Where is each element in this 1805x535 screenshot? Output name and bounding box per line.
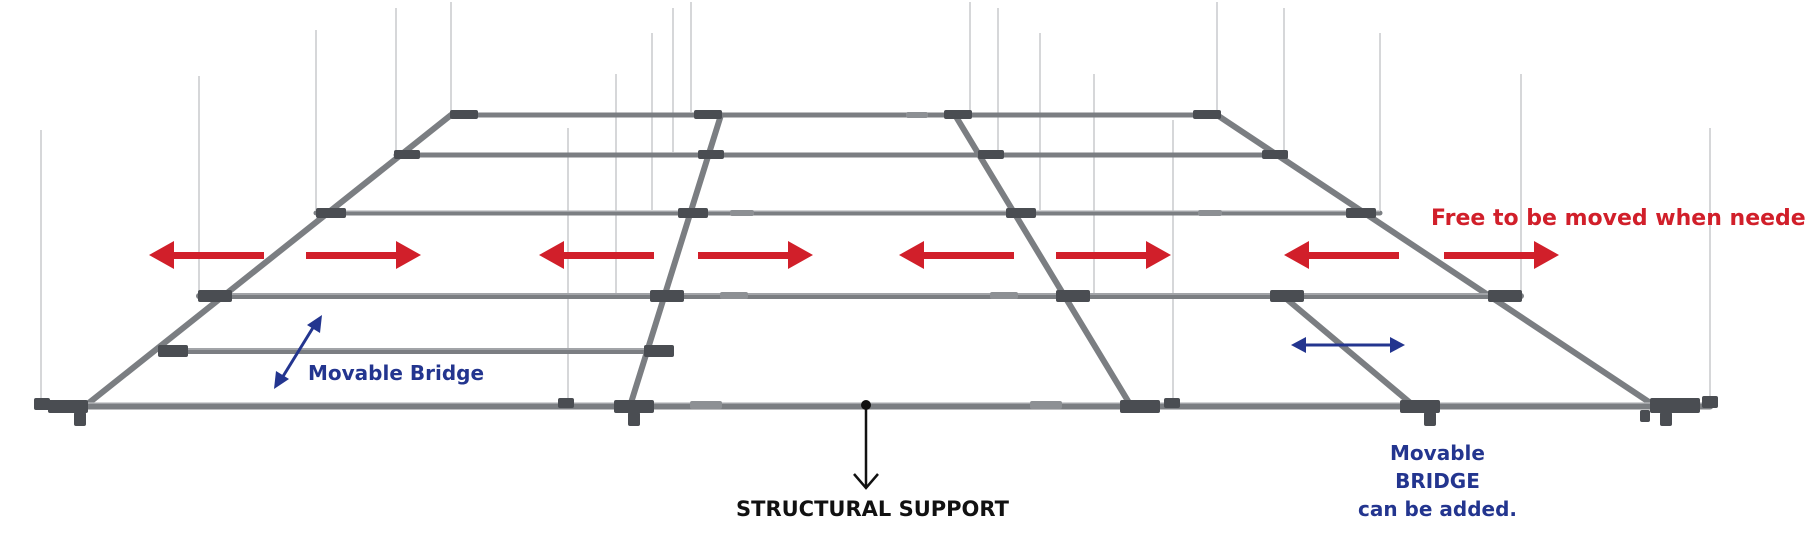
interior-long-rail [627,112,724,409]
foot [1640,410,1650,422]
free-to-move-label: Free to be moved when needed [1431,206,1805,231]
clamp [1488,290,1522,302]
foot [628,412,640,426]
slider-block [906,112,928,118]
bridge-added-label: Movable BRIDGE can be added. [1345,439,1530,523]
diagonal-double-arrow-icon [274,315,322,389]
clamp [1702,396,1718,408]
clamp [694,110,722,119]
movable-bridge-label: Movable Bridge [308,361,485,385]
clamp [1270,290,1304,302]
clamp [158,345,188,357]
slider-block [1030,401,1062,409]
arrow-right-icon [1056,241,1171,269]
clamp [34,398,50,410]
clamp [1400,400,1440,413]
connectors [34,110,1718,426]
clamp [678,208,708,218]
clamp [450,110,478,119]
arrow-down-icon [853,473,879,490]
clamp [1262,150,1288,159]
clamp [558,398,574,408]
added-bridge-rail [1280,293,1417,409]
foot [74,412,86,426]
foot [1424,412,1436,426]
clamp [978,150,1004,159]
slider-block [990,292,1018,299]
arrow-left-icon [899,241,1014,269]
structural-support-label: STRUCTURAL SUPPORT [736,497,1009,521]
structural-support-indicator [853,400,879,490]
clamp [1056,290,1090,302]
arrow-left-icon [1284,241,1399,269]
arrow-right-icon [698,241,813,269]
clamp [614,400,654,413]
suspension-wires [40,2,1711,400]
clamp [1346,208,1376,218]
bridge-added-line-1: Movable BRIDGE [1390,441,1485,493]
clamp [1120,400,1160,413]
clamp [698,150,724,159]
move-arrows [149,241,1559,269]
arrow-right-icon [306,241,421,269]
clamp [1650,398,1700,413]
slider-block [720,292,748,299]
right-side-rail [1214,112,1658,409]
slider-block [1198,210,1222,216]
bridge-added-line-2: can be added. [1357,497,1517,521]
clamp [316,208,346,218]
bridge-arrows [274,315,1405,389]
foot [1660,412,1672,426]
clamp [1164,398,1180,408]
clamp [944,110,972,119]
arrow-left-icon [539,241,654,269]
arrow-right-icon [1444,241,1559,269]
clamp [394,150,420,159]
slider-block [690,401,722,409]
horizontal-double-arrow-icon [1291,337,1405,353]
slider-block [730,210,754,216]
arrow-left-icon [149,241,264,269]
clamp [198,290,232,302]
clamp [1006,208,1036,218]
left-side-rail [82,112,454,409]
clamp [650,290,684,302]
clamp [48,400,88,413]
clamp [1193,110,1221,119]
interior-long-rail [952,112,1134,409]
clamp [644,345,674,357]
